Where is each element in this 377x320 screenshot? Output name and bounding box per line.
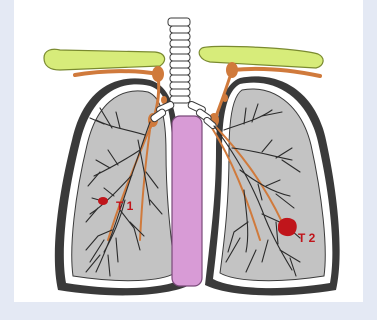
left-lung xyxy=(55,78,190,295)
left-clavicle xyxy=(44,49,165,70)
tumor-2-marker xyxy=(278,218,297,236)
tumor-1-marker xyxy=(98,197,108,205)
right-lung xyxy=(205,76,340,295)
right-clavicle xyxy=(199,46,323,68)
esophagus xyxy=(172,116,202,286)
tumor-2-label: T 2 xyxy=(298,231,316,245)
tumor-1-label: T 1 xyxy=(116,199,134,213)
